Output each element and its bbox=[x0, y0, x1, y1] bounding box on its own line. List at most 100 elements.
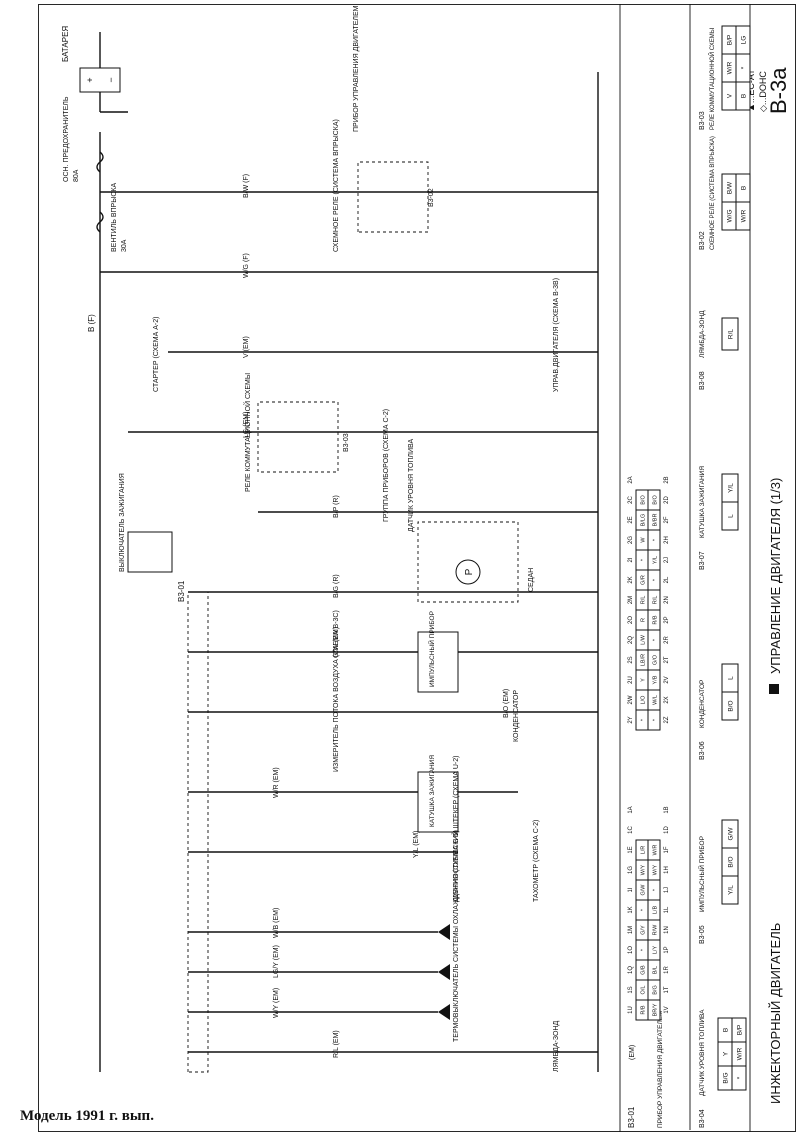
main-fuse-icon bbox=[96, 151, 104, 173]
main-relay-label: СХЕМНОЕ РЕЛЕ (СИСТЕМА ВПРЫСКА) bbox=[333, 119, 340, 252]
b301-pin-number: 2V bbox=[664, 676, 670, 683]
fuel-pump-letter: P bbox=[464, 568, 475, 575]
b302-pin-label: B/W bbox=[727, 181, 734, 194]
b301-pin-number: 1C bbox=[628, 825, 634, 833]
b302-pin-label: B bbox=[741, 186, 748, 190]
b301-pin-number: 2Z bbox=[664, 716, 670, 723]
b307-cell bbox=[721, 473, 739, 503]
tbl-b305-name: ИМПУЛЬСНЫЙ ПРИБОР bbox=[697, 836, 706, 912]
b301-pin-number: 1J bbox=[664, 887, 670, 893]
inj-fuse-name: ВЕНТИЛЬ ВПРЫСКА bbox=[111, 182, 118, 252]
b303-pin-label: LG bbox=[741, 36, 748, 45]
diagram-frame: ИНЖЕКТОРНЫЙ ДВИГАТЕЛЬ УПРАВЛЕНИЕ ДВИГАТЕ… bbox=[38, 4, 796, 1132]
b307-pin-grid: LY/L bbox=[721, 473, 739, 531]
b301-r4-pin-label: * bbox=[653, 578, 659, 581]
b308-pin-grid: R/L bbox=[721, 317, 739, 351]
b301-r2-pin-label: L/Y bbox=[653, 946, 659, 955]
b304-pin-label: Y bbox=[723, 1051, 730, 1056]
b301-pin-number: 1U bbox=[628, 1006, 634, 1014]
b306-cell bbox=[721, 663, 739, 693]
b301-r3-pin-label: L/O bbox=[641, 695, 647, 705]
b301-r2-pin-label: * bbox=[653, 888, 659, 891]
b301-r2-pin-label: W/Y bbox=[653, 864, 659, 875]
b308-block: B3-08 ЛЯМБДА-ЗОНД R/L bbox=[699, 310, 739, 390]
b303-pin-grid: VW/RB/PB*LG bbox=[721, 25, 751, 111]
legend-group: ▲...EC-AT ◇...DOHC bbox=[746, 69, 768, 112]
wire-lgy-em: LG/Y (EM) bbox=[273, 945, 280, 978]
tbl-b307-id: B3-07 bbox=[699, 551, 706, 570]
b303-pin-label: B bbox=[741, 94, 748, 98]
b301-r1-pin-label: * bbox=[641, 908, 647, 911]
b301-pin-number: 2H bbox=[664, 536, 670, 544]
b305-cell bbox=[721, 819, 739, 849]
instr-group-label: ГРУППА ПРИБОРОВ (СХЕМА С-2) bbox=[383, 409, 390, 522]
b301-r4-pin-label: B/O bbox=[653, 495, 659, 505]
tbl-b303-id: B3-03 bbox=[699, 111, 706, 130]
b304-pin-label: W/R bbox=[737, 1047, 744, 1060]
b301-r4-pin-label: * bbox=[653, 718, 659, 721]
b301-r4-pin-label: G/O bbox=[653, 654, 659, 665]
b301-pin-grid: 1U1S1Q1O1M1K1I1G1E1C1AR/BO/LG/B*G/Y*G/WW… bbox=[628, 476, 670, 1021]
b304-pin-label: B bbox=[723, 1028, 730, 1032]
b301-pin-number: 2N bbox=[664, 596, 670, 604]
b301-pin-number: 1F bbox=[664, 846, 670, 853]
b301-pin-number: 1T bbox=[664, 986, 670, 993]
b302-block: B3-02 СХЕМНОЕ РЕЛЕ (СИСТЕМА ВПРЫСКА) W/G… bbox=[699, 136, 751, 250]
b305-pin-label: Y/L bbox=[728, 885, 735, 895]
b301-label: B3-01 bbox=[177, 580, 186, 602]
b301-r1-pin-label: L/R bbox=[641, 846, 647, 855]
engine-ctrl-ref: УПРАВ.ДВИГАТЕЛЯ (СХЕМА В-3В) bbox=[553, 278, 560, 392]
b301-r3-pin-label: B/O bbox=[641, 495, 647, 505]
b301-r4-pin-label: * bbox=[653, 538, 659, 541]
b304-pin-label: * bbox=[737, 1076, 744, 1079]
legend-dohc: ◇...DOHC bbox=[758, 71, 768, 112]
wire-bg-r: B/G (R) bbox=[333, 574, 340, 598]
b301-r2-pin-label: R/W bbox=[653, 924, 659, 936]
b301-pin-number: 2W bbox=[628, 695, 634, 704]
b301-pin-number: 1A bbox=[628, 806, 634, 813]
b301-r1-pin-label: * bbox=[641, 948, 647, 951]
b301-r4-pin-label: R/L bbox=[653, 596, 659, 605]
b306-pin-label: B/O bbox=[728, 700, 735, 711]
battery-label: БАТАРЕЯ bbox=[61, 26, 70, 62]
wire-lg-em: LG (EM) bbox=[243, 412, 250, 438]
title-square-icon bbox=[769, 684, 779, 694]
legend-ecat: ▲...EC-AT bbox=[746, 69, 756, 112]
b304-pin-label: B/P bbox=[737, 1025, 744, 1035]
connector-table: B3-01 ПРИБОР УПРАВЛЕНИЯ ДВИГАТЕЛЕМ (EM) … bbox=[627, 4, 751, 1130]
battery: + − БАТАРЕЯ bbox=[61, 26, 121, 93]
b301-r3-pin-label: G/R bbox=[641, 575, 647, 585]
b301-pin-number: 1V bbox=[664, 1006, 670, 1013]
tbl-b302-id: B3-02 bbox=[699, 231, 706, 250]
wire-wg-f: W/G (F) bbox=[243, 253, 250, 278]
airflow-label: ИЗМЕРИТЕЛЬ ПОТОКА ВОЗДУХА (СХЕМА В-3С) bbox=[333, 610, 340, 772]
b301-pin-number: 2L bbox=[664, 576, 670, 583]
b304-block: B3-04 ДАТЧИК УРОВНЯ ТОПЛИВА B/GYB*W/RB/P bbox=[699, 1009, 747, 1128]
b301-r3-pin-label: LB/R bbox=[641, 654, 647, 666]
igniter-label: ИМПУЛЬСНЫЙ ПРИБОР bbox=[427, 611, 436, 687]
b301-r1-pin-label: G/W bbox=[641, 884, 647, 896]
b306-pin-grid: B/OL bbox=[721, 663, 739, 721]
year-note: Модель 1991 г. вып. bbox=[20, 1108, 154, 1124]
b301-r4-pin-label: W/L bbox=[653, 695, 659, 705]
b303-pin-label: * bbox=[741, 66, 748, 69]
tbl-b301-id: B3-01 bbox=[627, 1106, 636, 1128]
page-code-group: B-3a bbox=[766, 67, 791, 114]
b301-r1-pin-label: W/Y bbox=[641, 864, 647, 875]
wire-gw-em: G/W (EM) bbox=[333, 627, 340, 658]
main-relay bbox=[357, 161, 429, 233]
b301-pin-number: 2E bbox=[628, 516, 634, 523]
page-code: B-3a bbox=[766, 67, 791, 114]
b301-r3-pin-label: R bbox=[641, 618, 647, 622]
b302-pin-label: W/G bbox=[727, 210, 734, 223]
inj-fuse-icon bbox=[96, 211, 104, 233]
condenser-label: КОНДЕНСАТОР bbox=[513, 690, 520, 742]
tbl-b308-id: B3-08 bbox=[699, 371, 706, 390]
b301-r4-pin-label: B/BR bbox=[653, 514, 659, 527]
b301-pin-number: 1E bbox=[628, 846, 634, 853]
svg-text:−: − bbox=[106, 77, 116, 82]
b301-r4-pin-label: R/B bbox=[653, 615, 659, 625]
b301-pin-number: 2C bbox=[628, 495, 634, 503]
fuel-level-label: ДАТЧИК УРОВНЯ ТОПЛИВА bbox=[408, 439, 415, 532]
b301-pin-number: 2U bbox=[628, 676, 634, 684]
